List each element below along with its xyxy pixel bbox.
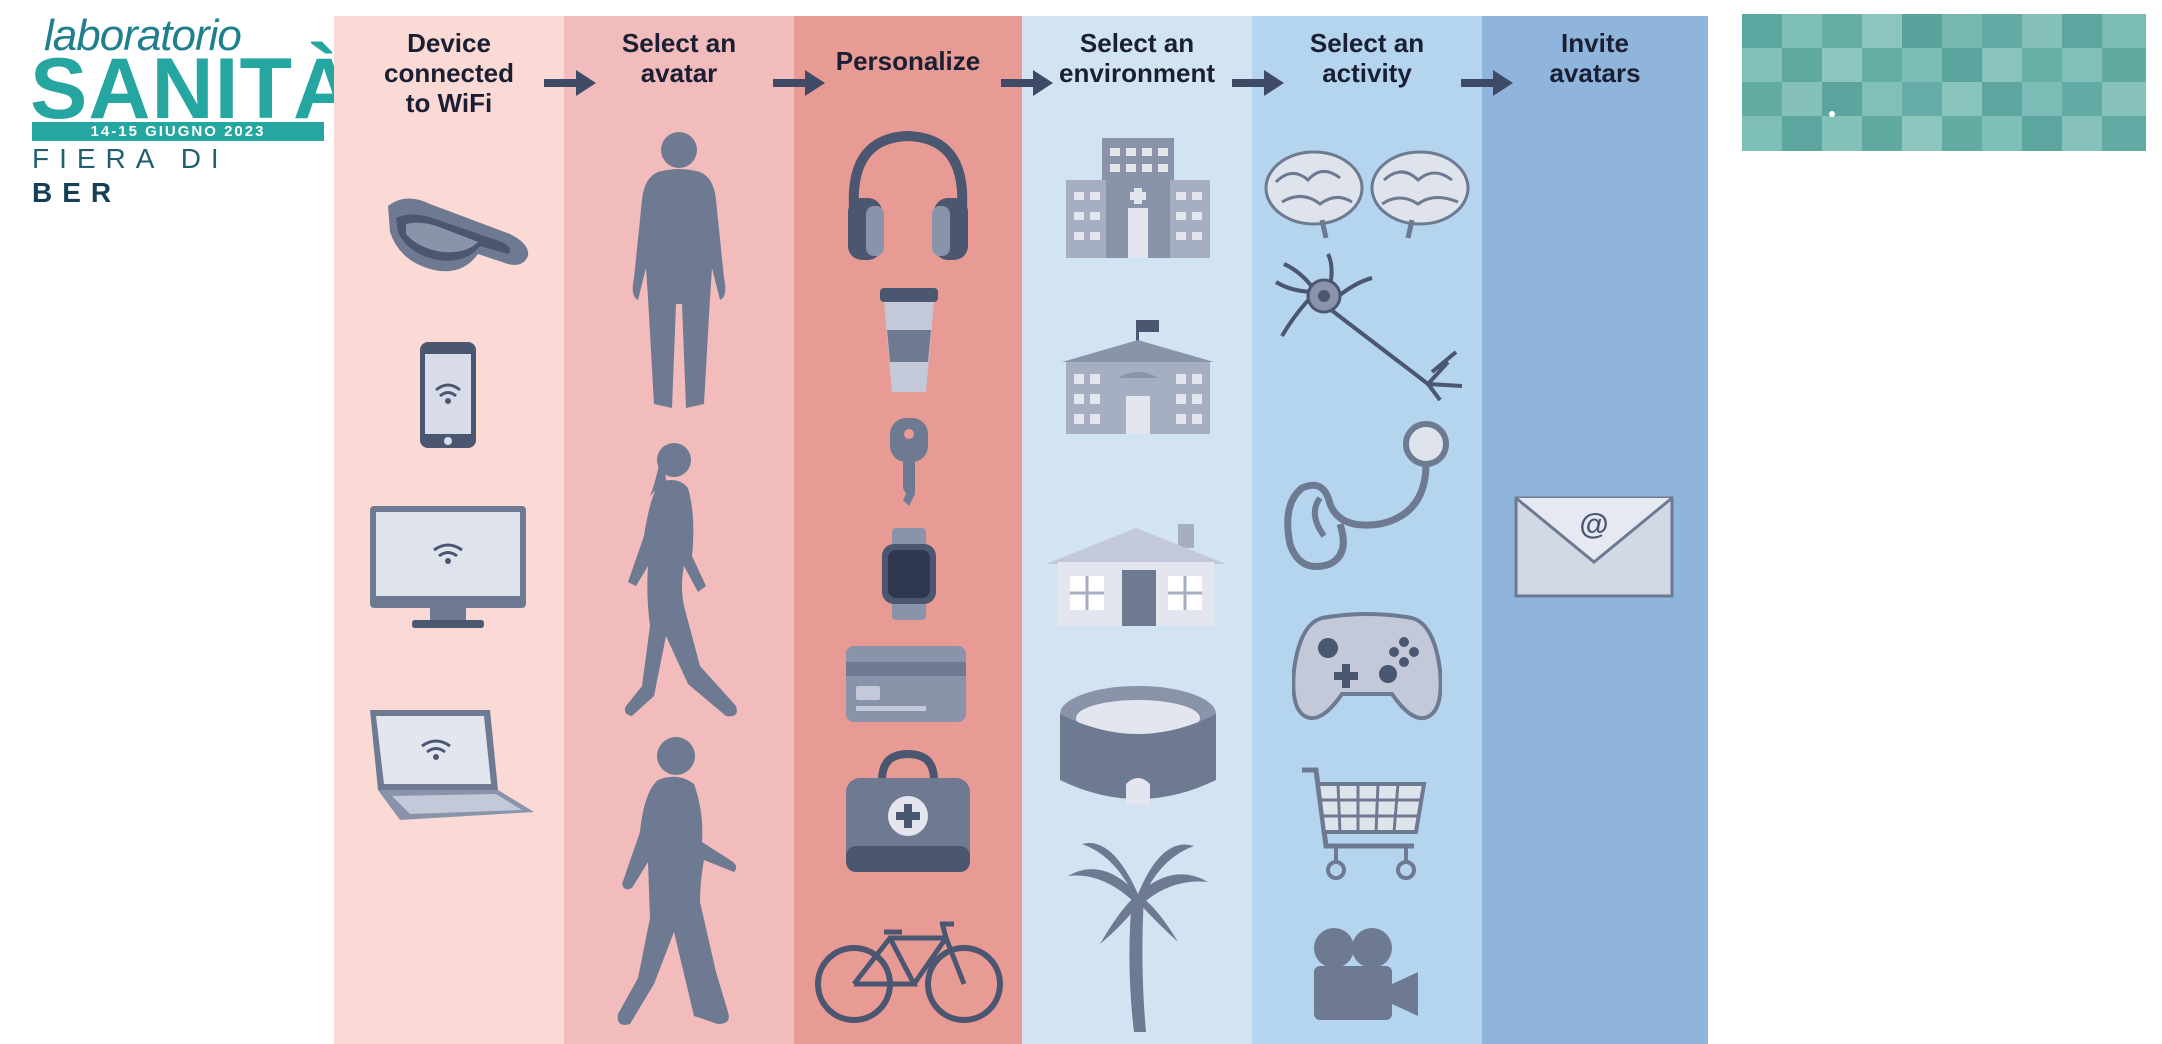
step-title: Select an environment: [1058, 28, 1216, 88]
hospital-icon: [1062, 134, 1214, 258]
step-device-connected: Device connected to WiFi: [334, 16, 564, 1044]
arrow-right-icon: [771, 68, 827, 98]
laptop-wifi-icon: [356, 706, 538, 830]
game-controller-icon: [1292, 610, 1442, 722]
vr-glasses-icon: [382, 184, 532, 280]
monitor-wifi-icon: [368, 504, 528, 632]
slide-thumbnail-image: [1742, 14, 2146, 151]
logo-venue-bold: BER: [32, 177, 122, 208]
logo-venue: FIERA DI BER: [32, 142, 330, 210]
man-standing-icon: [624, 128, 734, 414]
step-invite-avatars: Invite avatars @: [1482, 16, 1708, 1044]
step-title: Select an avatar: [621, 28, 737, 88]
movie-camera-icon: [1310, 926, 1420, 1022]
smartwatch-icon: [878, 526, 940, 622]
woman-walking-icon: [614, 436, 744, 726]
headphones-icon: [844, 128, 972, 264]
brain-icon: [1262, 146, 1472, 240]
stethoscope-icon: [1280, 414, 1456, 574]
man-walking-icon: [604, 732, 754, 1034]
process-diagram: Device connected to WiFi: [334, 16, 1708, 1044]
step-personalize: Personalize: [794, 16, 1022, 1044]
house-icon: [1044, 520, 1228, 628]
envelope-at-symbol: @: [1579, 508, 1608, 541]
smartphone-wifi-icon: [418, 340, 478, 450]
neuron-icon: [1272, 252, 1472, 402]
credit-card-icon: [844, 644, 968, 724]
arrow-right-icon: [1230, 68, 1286, 98]
bicycle-icon: [814, 912, 1004, 1026]
shopping-cart-icon: [1300, 766, 1430, 882]
logo-dates: 14-15 GIUGNO 2023: [32, 122, 324, 141]
email-envelope-icon: @: [1514, 496, 1674, 598]
arrow-right-icon: [999, 68, 1055, 98]
step-title: Invite avatars: [1549, 28, 1641, 88]
arrow-right-icon: [542, 68, 598, 98]
arrow-right-icon: [1459, 68, 1515, 98]
step-select-avatar: Select an avatar: [564, 16, 794, 1044]
logo-line2: SANITÀ: [30, 41, 357, 137]
step-title: Personalize: [835, 46, 981, 76]
school-icon: [1060, 318, 1216, 436]
event-logo: laboratorio SANITÀ 14-15 GIUGNO 2023 FIE…: [30, 10, 355, 208]
logo-venue-prefix: FIERA DI: [32, 143, 229, 174]
step-select-activity: Select an activity: [1252, 16, 1482, 1044]
step-select-environment: Select an environment: [1022, 16, 1252, 1044]
step-title: Device connected to WiFi: [383, 28, 515, 118]
palm-tree-icon: [1062, 836, 1212, 1032]
medical-bag-icon: [842, 750, 974, 876]
car-key-icon: [888, 416, 930, 508]
coffee-cup-icon: [878, 286, 940, 396]
logo-line1: laboratorio: [44, 11, 242, 60]
stadium-icon: [1056, 684, 1220, 808]
step-title: Select an activity: [1309, 28, 1425, 88]
